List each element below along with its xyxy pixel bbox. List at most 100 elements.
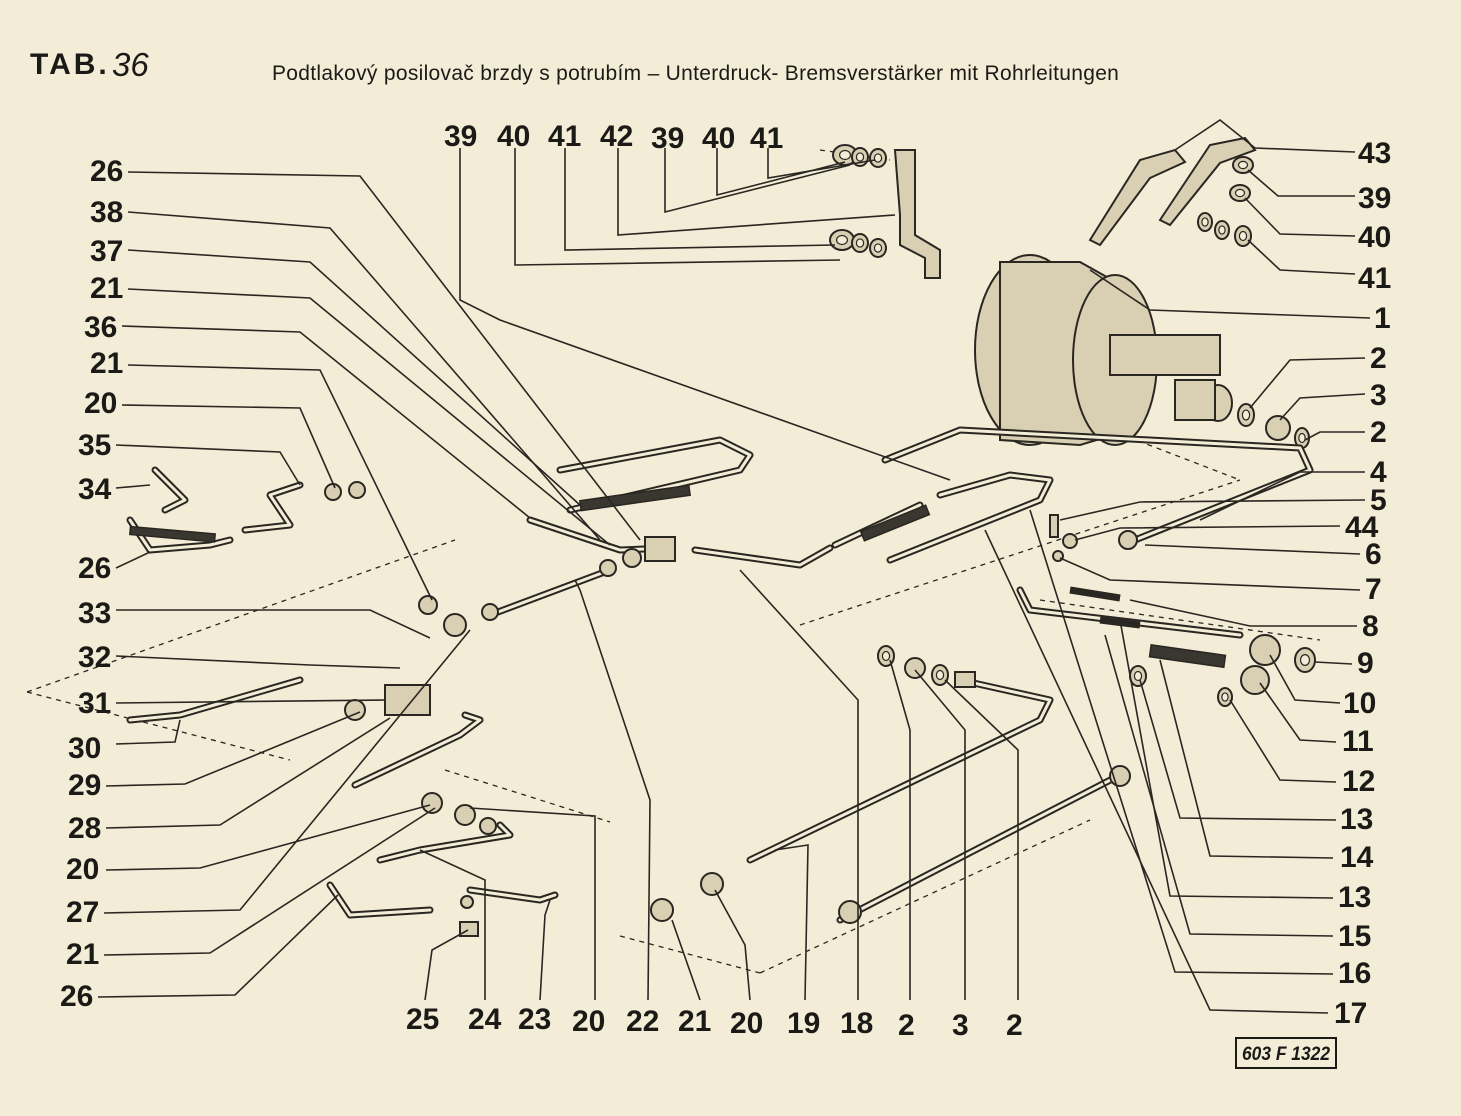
assembly-line-bottom-right (759, 819, 1091, 974)
brake-pipe-35-bore (243, 483, 302, 532)
callout-left-19: 21 (66, 938, 99, 971)
callout-right-16: 10 (1343, 687, 1376, 720)
callout-labels: 39 40 41 42 39 40 41 26 38 37 21 36 21 2… (60, 120, 1391, 1042)
leader-line-62 (914, 669, 966, 1000)
leader-line-15 (105, 711, 361, 787)
washer-40-top-hole (855, 152, 865, 162)
leader-line-59 (774, 844, 809, 1001)
callout-right-17: 11 (1342, 725, 1374, 758)
callout-right-1: 43 (1358, 137, 1391, 170)
leader-line-60 (739, 569, 859, 1000)
booster-master-cylinder (1109, 334, 1221, 376)
union-nut-22-right (599, 559, 617, 577)
brake-pipe-23-bore (468, 888, 557, 902)
assembly-line-center (444, 769, 611, 823)
leader-line-13 (115, 699, 386, 704)
callout-top-3: 41 (548, 120, 581, 153)
callout-right-21: 13 (1338, 881, 1371, 914)
brake-pipe-rear-bore (838, 773, 1122, 922)
leader-line-61 (889, 659, 911, 1000)
brake-pipe-8-bore (1018, 588, 1242, 637)
washer-41-top-hole (873, 153, 883, 163)
brake-pipe-18-bore (693, 546, 832, 567)
leader-line-11 (116, 609, 431, 639)
leader-line-52 (424, 929, 469, 1001)
leader-line-27 (767, 148, 876, 179)
callout-bottom-5: 22 (626, 1005, 659, 1038)
callout-top-7: 41 (750, 122, 783, 155)
diagram-title: Podtlakový posilovač brzdy s potrubím – … (272, 62, 1120, 85)
leader-line-54 (539, 899, 551, 1001)
leader-line-19 (103, 807, 436, 956)
brake-pipe-19-bore (748, 678, 1052, 862)
washer-41-right-1-hole (1201, 217, 1209, 227)
callout-bottom-6: 21 (678, 1005, 711, 1038)
callout-top-2: 40 (497, 120, 530, 153)
washer-41-right-2-hole (1218, 225, 1226, 235)
callout-bottom-8: 19 (787, 1007, 820, 1040)
callout-left-10: 26 (78, 552, 111, 585)
leader-line-23 (564, 148, 836, 251)
leader-line-46 (1139, 679, 1337, 821)
union-nut-center (622, 548, 642, 568)
callout-right-2: 39 (1358, 182, 1391, 215)
mounting-bracket (893, 149, 941, 279)
leader-line-51 (984, 529, 1329, 1014)
valve-10 (1249, 634, 1281, 666)
callout-bottom-1: 25 (406, 1003, 439, 1036)
callout-right-20: 14 (1340, 841, 1374, 874)
leader-line-14 (115, 719, 181, 745)
seal-ring-2-upper-hole (1241, 409, 1251, 421)
leader-line-30 (1244, 197, 1356, 237)
callout-right-3: 40 (1358, 221, 1391, 254)
distributor-block-31 (384, 684, 431, 716)
leader-line-57 (671, 919, 701, 1001)
callout-left-13: 31 (78, 687, 111, 720)
callout-right-9: 4 (1370, 456, 1387, 489)
callout-right-24: 17 (1334, 997, 1367, 1030)
brake-pipe-22-bore (488, 568, 612, 617)
brake-pipe-18 (691, 544, 834, 569)
callout-bottom-3: 23 (518, 1003, 551, 1036)
leader-line-39 (1144, 544, 1361, 555)
tab-number: 36 (112, 46, 149, 83)
clip-25 (459, 921, 479, 937)
callout-left-9: 34 (78, 473, 112, 506)
leader-line-48 (1119, 619, 1334, 899)
callout-right-14: 8 (1362, 610, 1379, 643)
callout-right-5: 1 (1374, 302, 1391, 335)
brake-pipe-28-bore (353, 713, 482, 787)
callout-bottom-9: 18 (840, 1007, 873, 1040)
tee-connector (644, 536, 676, 562)
leader-line-47 (1159, 659, 1334, 859)
callout-bottom-10: 2 (898, 1009, 915, 1042)
brake-pipe-34-bore (153, 468, 187, 512)
callout-right-11: 44 (1345, 511, 1379, 544)
washer-40-lower-hole (855, 238, 865, 248)
leader-line-25 (664, 148, 851, 214)
union-nut-21-lower (454, 804, 476, 826)
callout-right-12: 6 (1365, 538, 1382, 571)
callout-right-8: 2 (1370, 416, 1387, 449)
callout-left-15: 29 (68, 769, 101, 802)
brake-pipe-30-bore (128, 678, 302, 722)
leader-line-1 (127, 171, 641, 541)
callout-bottom-2: 24 (468, 1003, 502, 1036)
leader-line-7 (121, 404, 336, 489)
nut-44 (1062, 533, 1078, 549)
callout-left-6: 21 (90, 347, 123, 380)
leader-line-21 (459, 148, 951, 481)
leader-line-24 (617, 148, 896, 236)
leader-lines (97, 119, 1371, 1014)
leader-line-32 (1089, 269, 1371, 319)
banjo-bolt-3 (1265, 415, 1291, 441)
callout-left-7: 20 (84, 387, 117, 420)
leader-line-12 (115, 655, 401, 669)
leader-line-28 (1174, 119, 1356, 153)
brake-pipe-35 (241, 481, 304, 534)
nut-39-top-hole (838, 149, 851, 161)
leader-line-4 (127, 288, 611, 546)
washer-41-lower-hole (873, 243, 883, 253)
leader-line-45 (1229, 699, 1337, 783)
brake-pipe-26-bottom-bore (328, 883, 432, 917)
